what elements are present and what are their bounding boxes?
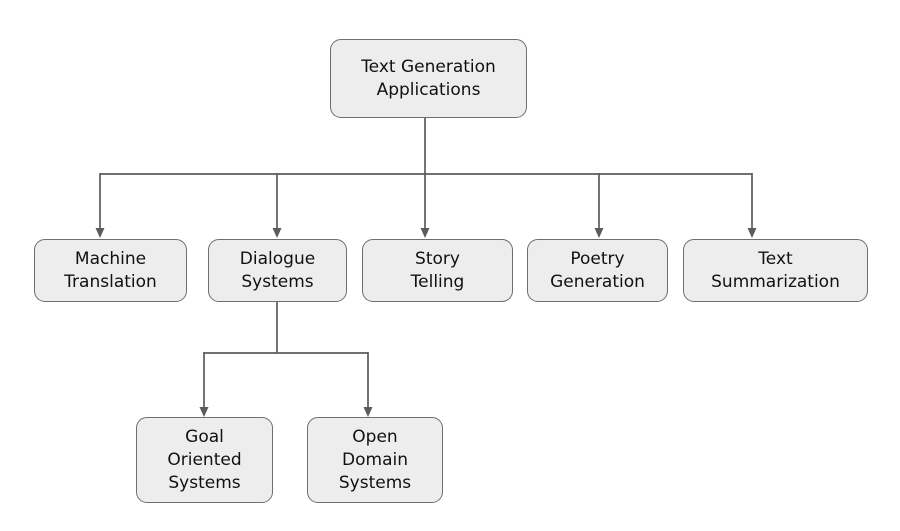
connector-dialogue-bus: [204, 302, 368, 354]
connector-arrow-dialogue-systems: [272, 173, 282, 238]
connector-arrow-goal-oriented: [199, 352, 209, 417]
node-machine-translation: Machine Translation: [34, 239, 187, 302]
node-poetry-generation: Poetry Generation: [527, 239, 668, 302]
connector-arrow-open-domain: [363, 352, 373, 417]
node-text-summarization: Text Summarization: [683, 239, 868, 302]
connector-arrow-story-telling: [420, 173, 430, 238]
connector-arrow-text-summarization: [747, 173, 757, 238]
node-open-domain-systems: Open Domain Systems: [307, 417, 443, 503]
node-text-generation-applications: Text Generation Applications: [330, 39, 527, 118]
node-dialogue-systems: Dialogue Systems: [208, 239, 347, 302]
connector-root-bus: [100, 118, 752, 175]
node-story-telling: Story Telling: [362, 239, 513, 302]
connector-arrow-machine-translation: [95, 173, 105, 238]
connector-arrow-poetry-generation: [594, 173, 604, 238]
node-goal-oriented-systems: Goal Oriented Systems: [136, 417, 273, 503]
